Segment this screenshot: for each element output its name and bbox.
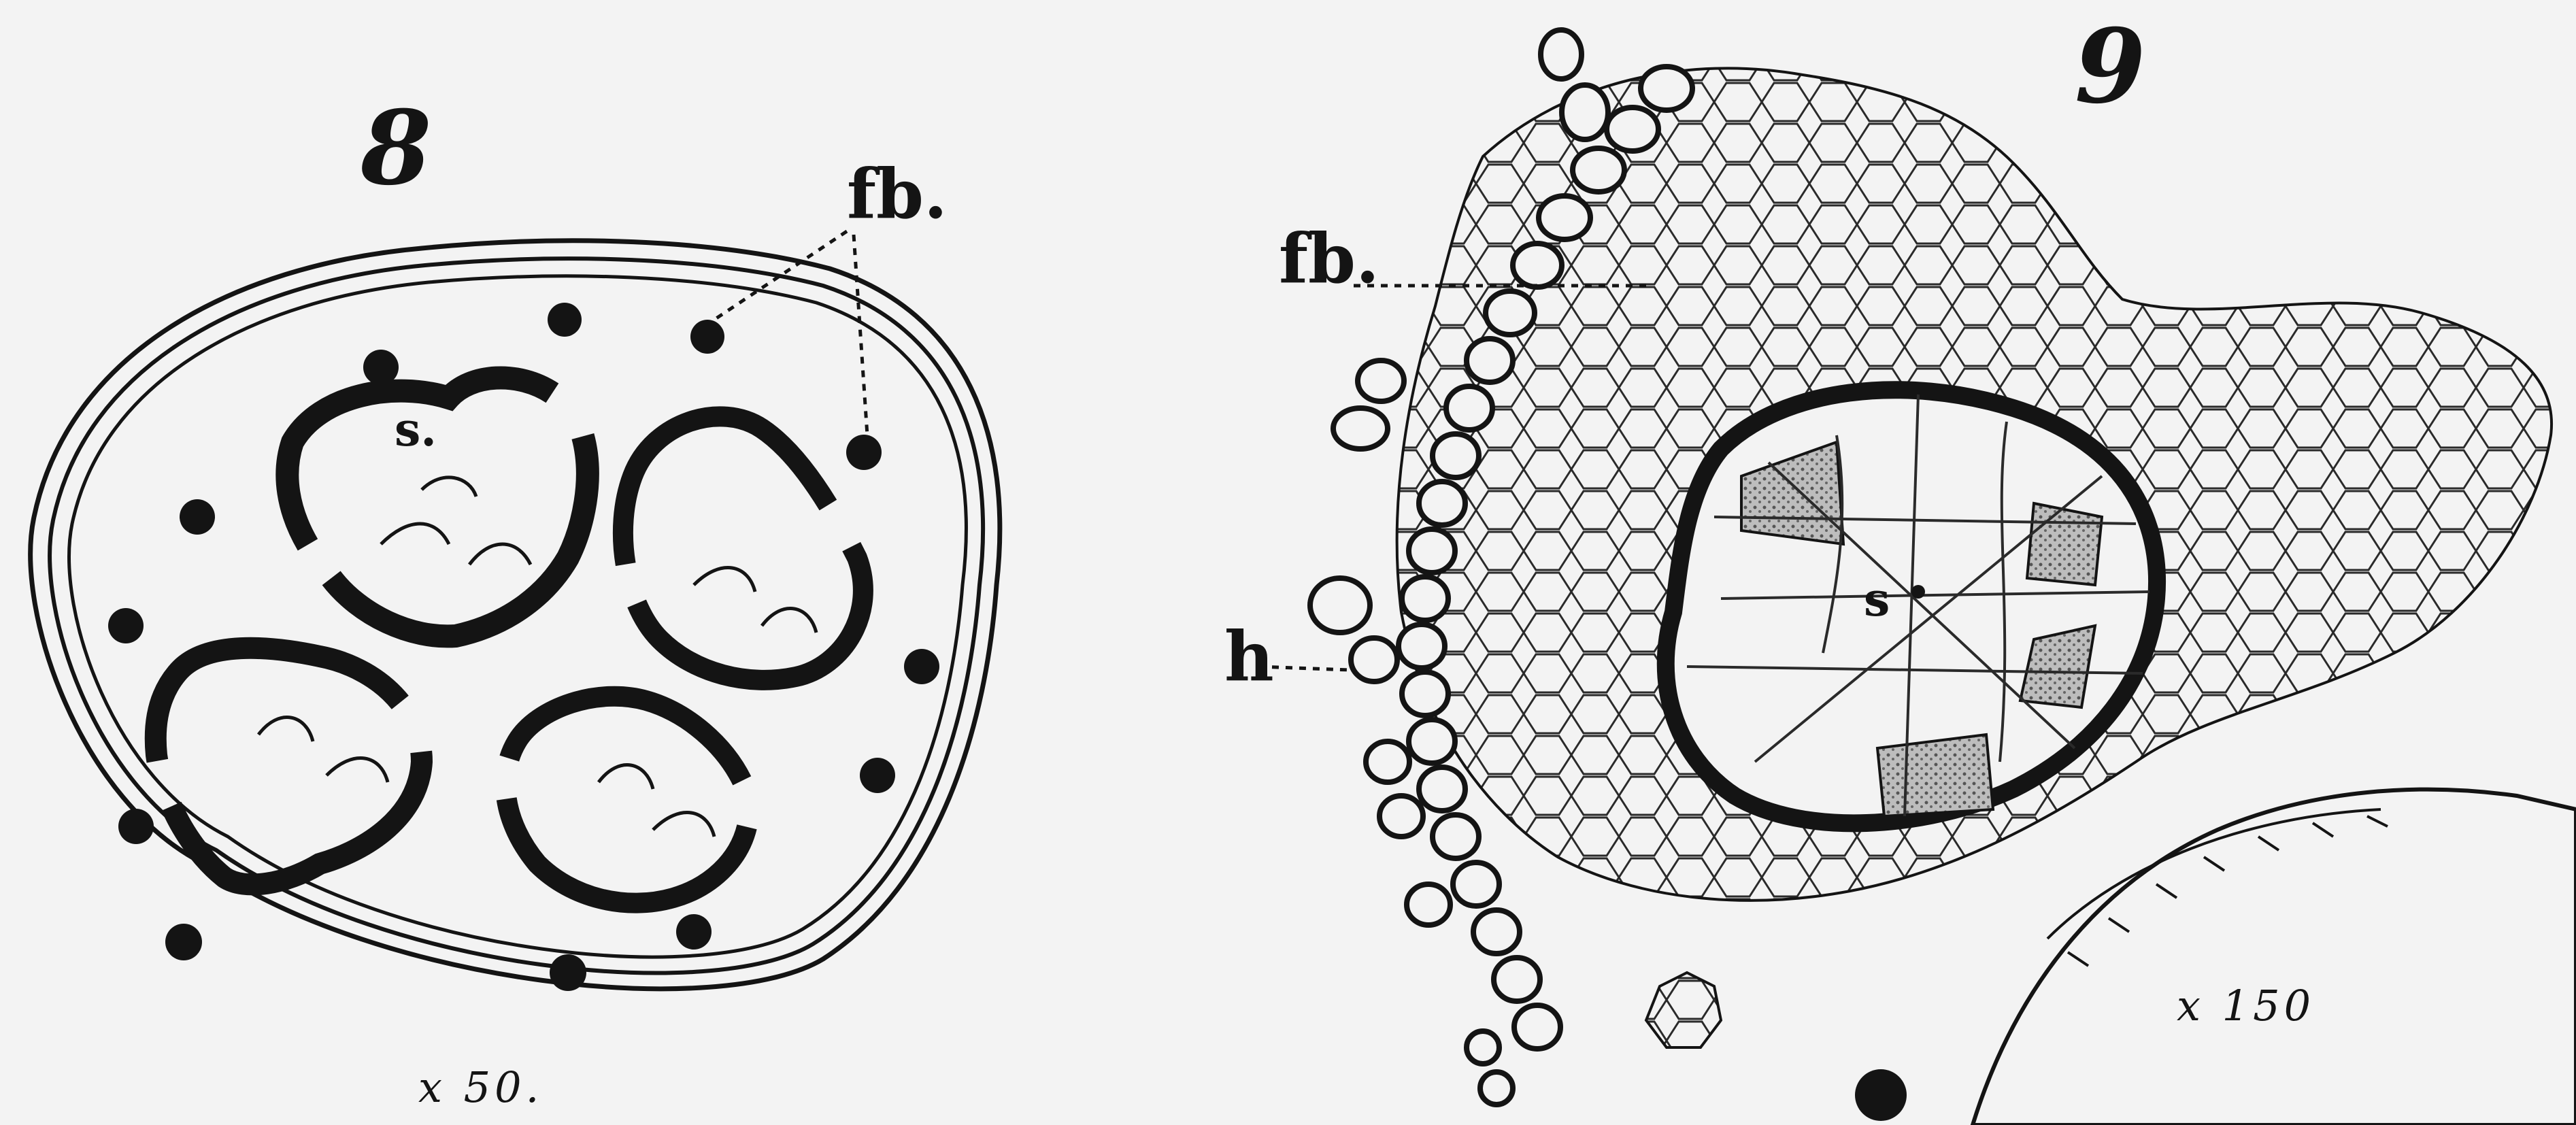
figure-8: 8 fb. s. x 50. (31, 88, 1000, 1112)
figure-8-sporangium-3 (156, 648, 422, 885)
vascular-bundle-dot (550, 954, 586, 991)
hair-cell (1358, 360, 1404, 401)
hair-cell (1333, 408, 1388, 449)
epidermis-cell (1446, 386, 1492, 430)
figure-8-s-label: s. (395, 403, 437, 457)
epidermis-cell (1402, 577, 1448, 620)
figure-8-magnification: x 50. (418, 1062, 543, 1112)
hair-cell (1407, 884, 1450, 925)
epidermis-cell (1641, 67, 1692, 110)
epidermis-cell (1486, 291, 1535, 335)
epidermis-cell (1473, 910, 1520, 954)
epidermis-cell (1402, 672, 1448, 716)
vascular-bundle-dot (904, 649, 939, 684)
epidermis-cell (1399, 624, 1445, 668)
hair-cell (1467, 1031, 1499, 1064)
epidermis-cell (1453, 862, 1499, 906)
epidermis-cell (1494, 958, 1540, 1001)
epidermis-cell (1513, 244, 1562, 287)
vascular-bundle-dot (118, 809, 154, 844)
hair-cell (1366, 741, 1409, 782)
epidermis-cell (1409, 529, 1455, 573)
vascular-bundle-dot (846, 435, 882, 470)
vascular-bundle-dot (108, 608, 144, 643)
hair-cell (1351, 638, 1397, 682)
figure-9-dot (1855, 1069, 1907, 1121)
vascular-bundle-dot (180, 499, 215, 535)
figure-9: 9 fb. h s x 150 (1224, 7, 2576, 1125)
figure-8-fb-label: fb. (847, 154, 948, 234)
figure-9-number: 9 (2075, 7, 2145, 127)
hair-cell (1480, 1072, 1513, 1105)
epidermis-cell (1409, 720, 1455, 763)
figure-8-sporangium-1 (287, 377, 587, 636)
vascular-bundle-dot (860, 758, 895, 793)
epidermis-cell (1467, 339, 1513, 382)
figure-9-cavity (1973, 790, 2576, 1125)
figure-8-sporangium-4 (505, 696, 749, 903)
epidermis-cell (1419, 482, 1465, 525)
hair-cell (1379, 796, 1423, 837)
epidermis-cell (1433, 434, 1479, 477)
vascular-bundle-dot (363, 350, 399, 385)
hair-cell (1562, 85, 1608, 139)
hair-cell (1541, 30, 1582, 79)
figure-9-h-label: h (1224, 616, 1274, 696)
epidermis-cell (1573, 148, 1624, 192)
figure-9-magnification: x 150 (2177, 981, 2315, 1030)
epidermis-cell (1419, 767, 1465, 811)
hair-cell (1310, 578, 1370, 633)
figure-8-number: 8 (360, 88, 431, 208)
figure-8-sporangium-2 (623, 416, 863, 680)
vascular-bundle-dot (690, 320, 724, 354)
figure-9-cell-fragment (1646, 973, 1721, 1047)
figure-9-fb-label: fb. (1279, 218, 1379, 299)
epidermis-cell (1433, 815, 1479, 858)
epidermis-cell (1607, 107, 1658, 151)
epidermis-cell (1514, 1005, 1560, 1049)
figure-9-s-label: s (1864, 573, 1890, 627)
epidermis-cell (1539, 196, 1590, 239)
vascular-bundle-dot (548, 303, 582, 337)
vascular-bundle-dot (676, 914, 712, 950)
vascular-bundle-dot (165, 924, 202, 960)
